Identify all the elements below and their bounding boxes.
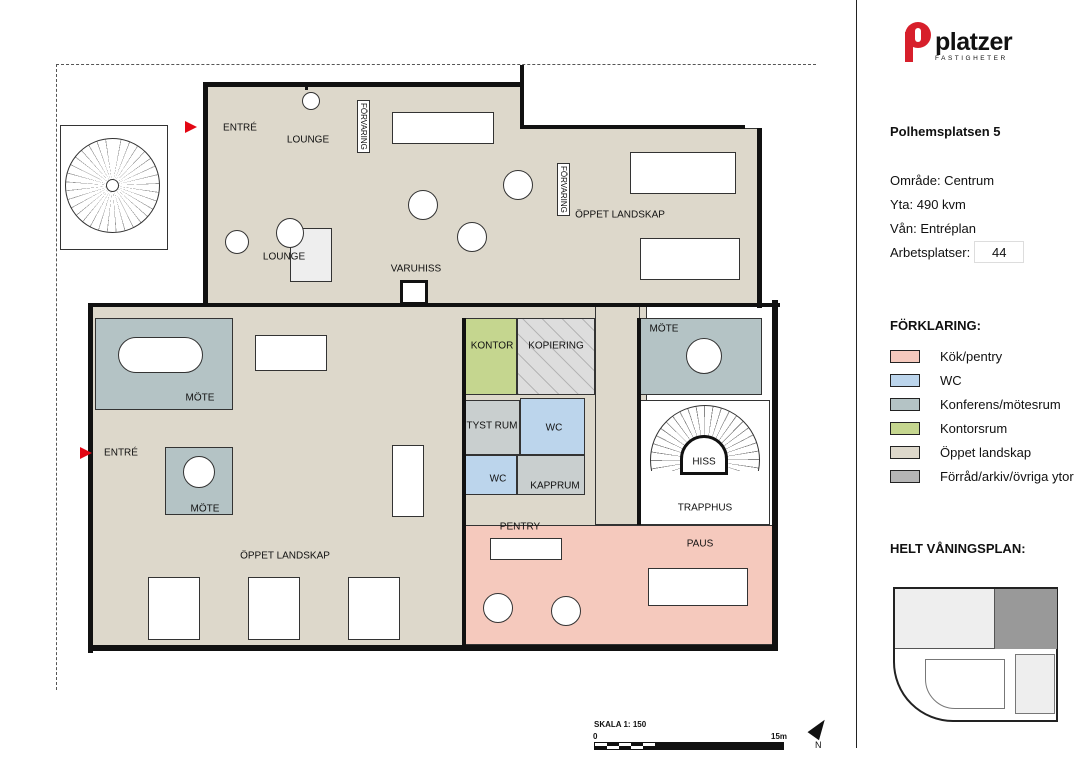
legend-item-forrad: Förråd/arkiv/övriga ytor xyxy=(890,469,1074,484)
scale-bar xyxy=(594,742,784,750)
elevator-shaft xyxy=(680,435,728,475)
label-forvaring-2: FÖRVARING xyxy=(557,163,570,216)
keyplan-title: HELT VÅNINGSPLAN: xyxy=(890,541,1026,556)
round-table xyxy=(686,338,722,374)
label-trapphus: TRAPPHUS xyxy=(677,502,733,514)
table xyxy=(392,445,424,517)
site-boundary xyxy=(56,64,816,690)
lounge-table xyxy=(276,218,304,248)
meeting-table xyxy=(118,337,203,373)
workstations xyxy=(630,152,736,194)
label-forvaring: FÖRVARING xyxy=(357,100,370,153)
wall xyxy=(520,125,745,129)
label-wc-1: WC xyxy=(545,422,563,434)
wall xyxy=(305,85,308,90)
north-label: N xyxy=(815,740,822,750)
wall xyxy=(88,645,778,651)
table xyxy=(255,335,327,371)
label-paus: PAUS xyxy=(686,538,714,550)
legend-item-konferens: Konferens/mötesrum xyxy=(890,397,1061,412)
legend-item-oppet: Öppet landskap xyxy=(890,445,1031,460)
workstations xyxy=(640,238,740,280)
wall xyxy=(637,318,641,525)
workstations-label: Arbetsplatser: xyxy=(890,244,971,260)
label-tyst-rum: TYST RUM xyxy=(466,420,518,432)
room-kontor xyxy=(465,318,517,395)
round-table xyxy=(483,593,513,623)
workstations-value: 44 xyxy=(974,241,1025,263)
label-varuhiss: VARUHISS xyxy=(390,263,442,275)
workstations xyxy=(148,577,200,640)
label-wc-2: WC xyxy=(489,473,507,485)
wall xyxy=(203,82,208,307)
scale-start: 0 xyxy=(593,732,598,741)
property-title: Polhemsplatsen 5 xyxy=(890,124,1001,139)
platzer-logo: platzer FASTIGHETER xyxy=(905,22,1013,62)
room-kapprum xyxy=(517,455,585,495)
label-open-top: ÖPPET LANDSKAP xyxy=(575,209,665,221)
keyplan-map xyxy=(893,587,1058,722)
pentry-counter xyxy=(490,538,562,560)
property-area: Område: Centrum xyxy=(890,173,995,188)
label-mote-right: MÖTE xyxy=(649,323,679,335)
wall xyxy=(88,303,93,653)
label-mote-left: MÖTE xyxy=(185,392,215,404)
legend-item-kontor: Kontorsrum xyxy=(890,421,1007,436)
logo-word: platzer xyxy=(935,27,1013,56)
workstations xyxy=(248,577,300,640)
label-pentry: PENTRY xyxy=(499,521,541,533)
wall xyxy=(90,303,780,307)
room-tyst-rum xyxy=(465,400,520,455)
wall xyxy=(772,300,778,650)
round-table xyxy=(457,222,487,252)
legend-title: FÖRKLARING: xyxy=(890,318,981,333)
round-table xyxy=(408,190,438,220)
lounge-table xyxy=(302,92,320,110)
north-arrow-icon xyxy=(807,715,831,741)
workstations xyxy=(348,577,400,640)
entrance-arrow-icon xyxy=(80,447,92,459)
label-hiss: HISS xyxy=(692,456,716,468)
room-wc-1 xyxy=(520,398,585,455)
lounge-table xyxy=(225,230,249,254)
room-kopiering xyxy=(517,318,595,395)
stair-center xyxy=(106,179,119,192)
workstations-row: Arbetsplatser: 44 xyxy=(890,241,1025,263)
label-entre-left: ENTRÉ xyxy=(104,447,138,459)
entrance-arrow-icon xyxy=(185,121,197,133)
label-kopiering: KOPIERING xyxy=(528,340,584,352)
wall xyxy=(757,128,762,308)
label-open-bottom: ÖPPET LANDSKAP xyxy=(240,550,330,562)
label-entre-top: ENTRÉ xyxy=(223,122,257,134)
panel-divider xyxy=(856,0,857,748)
label-lounge: LOUNGE xyxy=(286,134,330,146)
label-kapprum: KAPPRUM xyxy=(530,480,580,492)
label-lounge-2: LOUNGE xyxy=(262,251,306,263)
property-size: Yta: 490 kvm xyxy=(890,197,966,212)
label-mote-small: MÖTE xyxy=(190,503,220,515)
legend-item-wc: WC xyxy=(890,373,962,388)
wall xyxy=(520,65,524,127)
corridor-right xyxy=(595,305,640,525)
round-table xyxy=(551,596,581,626)
keyplan-highlight xyxy=(995,589,1057,649)
round-table xyxy=(183,456,215,488)
varuhiss-shaft xyxy=(400,280,428,305)
conference-table xyxy=(392,112,494,144)
property-floor: Vån: Entréplan xyxy=(890,221,977,236)
wall xyxy=(462,318,466,648)
scale-end: 15m xyxy=(771,732,788,741)
legend-item-kok: Kök/pentry xyxy=(890,349,1002,364)
paus-table xyxy=(648,568,748,606)
scale-label: SKALA 1: 150 xyxy=(594,720,647,729)
round-table xyxy=(503,170,533,200)
logo-mark-icon xyxy=(905,22,931,62)
label-kontor: KONTOR xyxy=(470,340,514,352)
wall xyxy=(205,82,523,87)
logo-subtitle: FASTIGHETER xyxy=(935,54,1008,62)
